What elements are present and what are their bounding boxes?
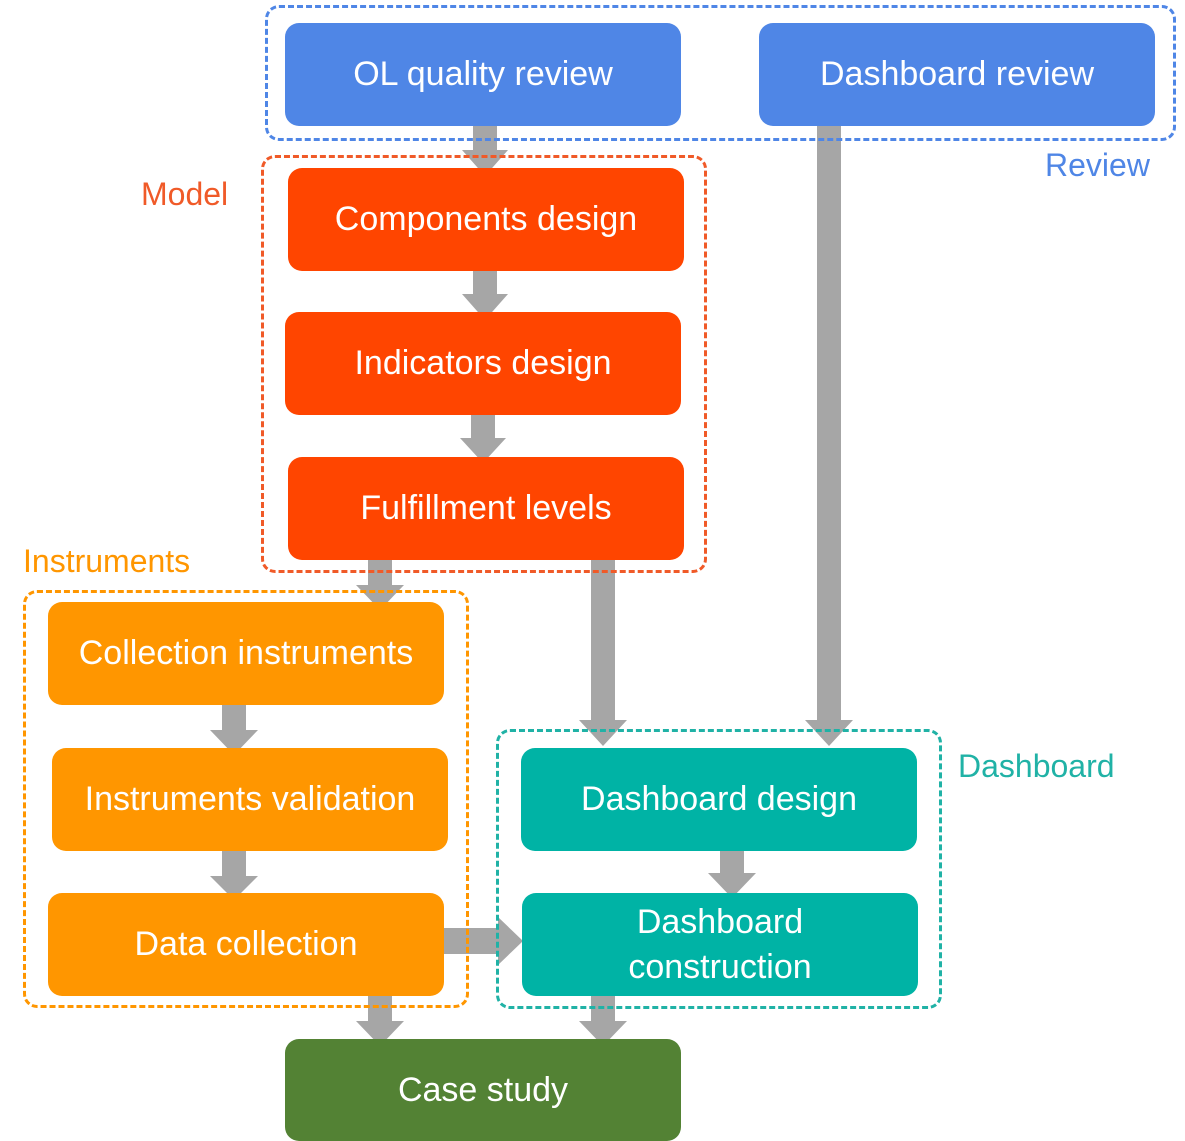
arrow-data-collection-to-case-study (356, 996, 404, 1046)
node-data-collection: Data collection (48, 893, 444, 996)
arrow-ol-review-to-components (462, 125, 508, 176)
group-review-box (265, 5, 1176, 141)
group-dashboard-box (496, 729, 942, 1009)
arrow-indicators-to-fulfillment (460, 412, 506, 463)
arrow-data-collection-to-construction (443, 917, 523, 965)
arrow-fulfillment-to-dashboard-design (579, 560, 627, 746)
arrow-collection-to-validation (210, 705, 258, 755)
arrow-components-to-indicators (462, 270, 508, 320)
group-dashboard-label: Dashboard (958, 748, 1115, 784)
group-instruments-box (23, 590, 469, 1008)
group-model-label: Model (141, 176, 229, 212)
node-components-design: Components design (288, 168, 684, 271)
group-model-box (261, 155, 707, 573)
arrow-dashboard-design-to-construction (708, 850, 756, 898)
node-ol-quality-review: OL quality review (285, 23, 681, 126)
arrow-dashboard-review-to-dashboard-design (805, 125, 853, 746)
node-dashboard-design: Dashboard design (521, 748, 917, 851)
node-instruments-validation: Instruments validation (52, 748, 448, 851)
node-dashboard-construction: Dashboard construction (522, 893, 918, 996)
node-dashboard-review: Dashboard review (759, 23, 1155, 126)
node-indicators-design: Indicators design (285, 312, 681, 415)
group-instruments-label: Instruments (23, 543, 191, 579)
node-case-study: Case study (285, 1039, 681, 1141)
group-review-label: Review (1045, 147, 1150, 183)
arrow-validation-to-data-collection (210, 850, 258, 900)
node-fulfillment-levels: Fulfillment levels (288, 457, 684, 560)
node-collection-instruments: Collection instruments (48, 602, 444, 705)
